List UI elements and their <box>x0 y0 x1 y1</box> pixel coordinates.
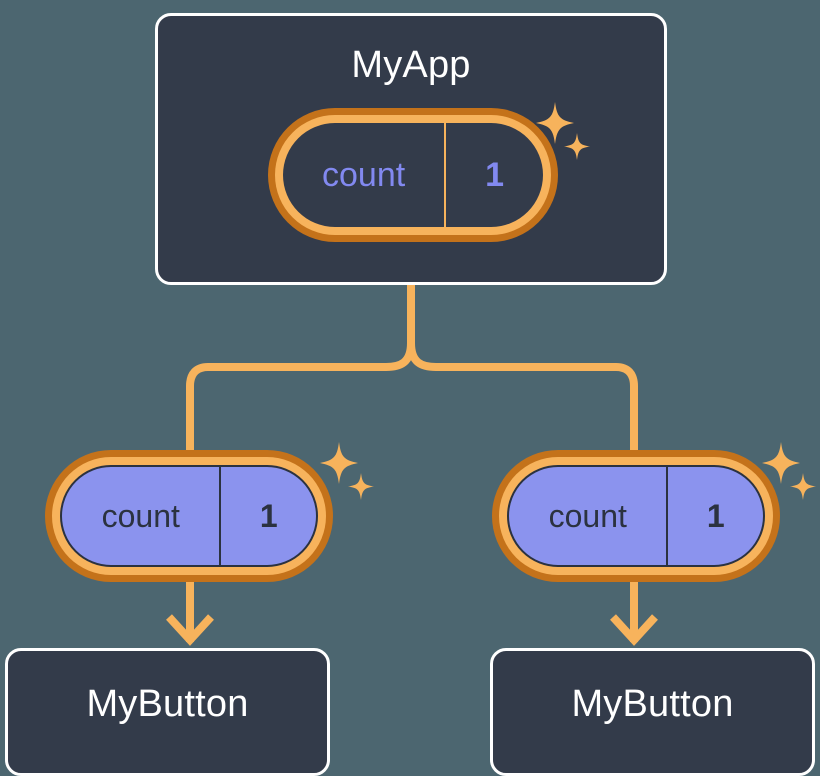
arrow-down-icon-right <box>610 614 658 646</box>
page-title: MyApp <box>351 44 471 86</box>
state-pill-body: count 1 <box>283 123 543 227</box>
connector-branch-left <box>186 342 415 452</box>
arrow-down-icon-left <box>166 614 214 646</box>
props-pill-left[interactable]: count 1 <box>45 450 333 582</box>
props-pill-ring-inner: count 1 <box>499 457 773 575</box>
component-box-mybutton-right[interactable]: MyButton <box>490 648 815 776</box>
state-pill-myapp[interactable]: count 1 <box>268 108 558 242</box>
props-value-label: 1 <box>666 467 763 565</box>
props-key-label: count <box>101 497 180 534</box>
props-pill-body: count 1 <box>507 465 765 567</box>
props-pill-body: count 1 <box>60 465 318 567</box>
props-key-label: count <box>548 497 627 534</box>
props-pill-right[interactable]: count 1 <box>492 450 780 582</box>
state-pill-ring-inner: count 1 <box>275 115 551 235</box>
component-label-mybutton-left: MyButton <box>86 683 249 725</box>
state-key-label: count <box>322 155 406 194</box>
props-pill-ring-inner: count 1 <box>52 457 326 575</box>
component-label-mybutton-right: MyButton <box>571 683 734 725</box>
state-value-label: 1 <box>444 123 543 227</box>
component-box-mybutton-left[interactable]: MyButton <box>5 648 330 776</box>
props-value-label: 1 <box>219 467 316 565</box>
connector-branch-right <box>407 342 638 452</box>
